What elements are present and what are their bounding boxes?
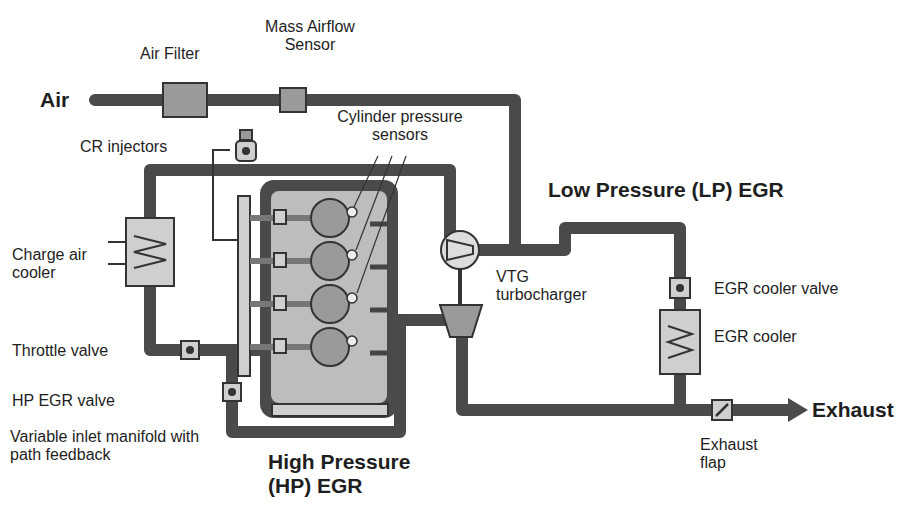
- part-label: Cylinder pressure sensors: [335, 108, 465, 145]
- exhaust-flap-symbol: [712, 400, 732, 420]
- airflow-sensor-symbol: [280, 88, 306, 112]
- exhaust-arrowhead: [788, 398, 808, 422]
- part-label: EGR cooler valve: [714, 280, 839, 298]
- leader-line: [357, 156, 406, 293]
- part-label: Exhaust flap: [700, 436, 770, 473]
- section-title: High Pressure (HP) EGR: [268, 450, 458, 498]
- exhaust-pipe: [462, 335, 790, 410]
- injector-connector: [240, 130, 252, 140]
- valve-disc: [186, 346, 194, 354]
- pressure-sensor: [347, 336, 357, 346]
- cylinder: [311, 199, 349, 237]
- throttle-valve-symbol: [181, 341, 199, 359]
- intake-port: [274, 253, 286, 267]
- pressure-sensor: [347, 207, 357, 217]
- cooler-coil: [134, 236, 166, 268]
- turbo-shaft: [458, 268, 462, 305]
- pressure-sensor: [347, 293, 357, 303]
- cr-injector-symbol: [236, 141, 256, 161]
- compressor-wheel: [447, 240, 473, 260]
- fuel-line: [213, 150, 238, 240]
- exhaust-port: [370, 265, 388, 270]
- air-filter-symbol: [163, 83, 207, 117]
- lp-egr-pipe: [478, 228, 680, 410]
- engine-sump: [272, 404, 388, 416]
- cylinders: [250, 199, 388, 366]
- intake-port: [274, 339, 286, 353]
- engine-interior: [271, 191, 387, 403]
- part-label: Variable inlet manifold with path feedba…: [10, 428, 200, 465]
- egr-cooler-valve-symbol: [670, 278, 690, 298]
- part-label: Charge air cooler: [12, 246, 102, 283]
- part-label: VTG turbocharger: [496, 268, 606, 305]
- coolant-line: [108, 241, 126, 243]
- part-label: HP EGR valve: [12, 392, 115, 410]
- intake-port: [274, 210, 286, 224]
- flow-label: Exhaust: [812, 398, 894, 422]
- egr-cooler-symbol: [660, 310, 700, 374]
- cooler-coil: [668, 326, 692, 358]
- pressure-sensor: [347, 250, 357, 260]
- compressor-symbol: [441, 231, 479, 269]
- flap-blade: [716, 404, 728, 416]
- part-label: EGR cooler: [714, 328, 797, 346]
- fuel-rail: [238, 196, 250, 376]
- leader-line: [354, 156, 378, 207]
- cylinder: [311, 328, 349, 366]
- injector-nozzle: [242, 147, 250, 155]
- valve-disc: [676, 284, 684, 292]
- flow-label: Air: [40, 88, 69, 112]
- part-label: Air Filter: [140, 45, 200, 63]
- coolant-line: [108, 263, 126, 265]
- cylinder: [311, 285, 349, 323]
- part-label: Throttle valve: [12, 342, 108, 360]
- section-title: Low Pressure (LP) EGR: [548, 178, 784, 202]
- exhaust-port: [370, 222, 388, 227]
- exhaust-port: [370, 308, 388, 313]
- hp-egr-valve-symbol: [223, 383, 241, 401]
- part-label: CR injectors: [80, 138, 167, 156]
- valve-disc: [228, 388, 236, 396]
- turbine-symbol: [440, 305, 482, 337]
- charge-air-cooler-symbol: [126, 218, 174, 286]
- cylinder: [311, 242, 349, 280]
- leader-line: [356, 156, 392, 250]
- exhaust-port: [370, 351, 388, 356]
- intake-port: [274, 296, 286, 310]
- engine-block: [260, 180, 398, 418]
- part-label: Mass Airflow Sensor: [250, 18, 370, 55]
